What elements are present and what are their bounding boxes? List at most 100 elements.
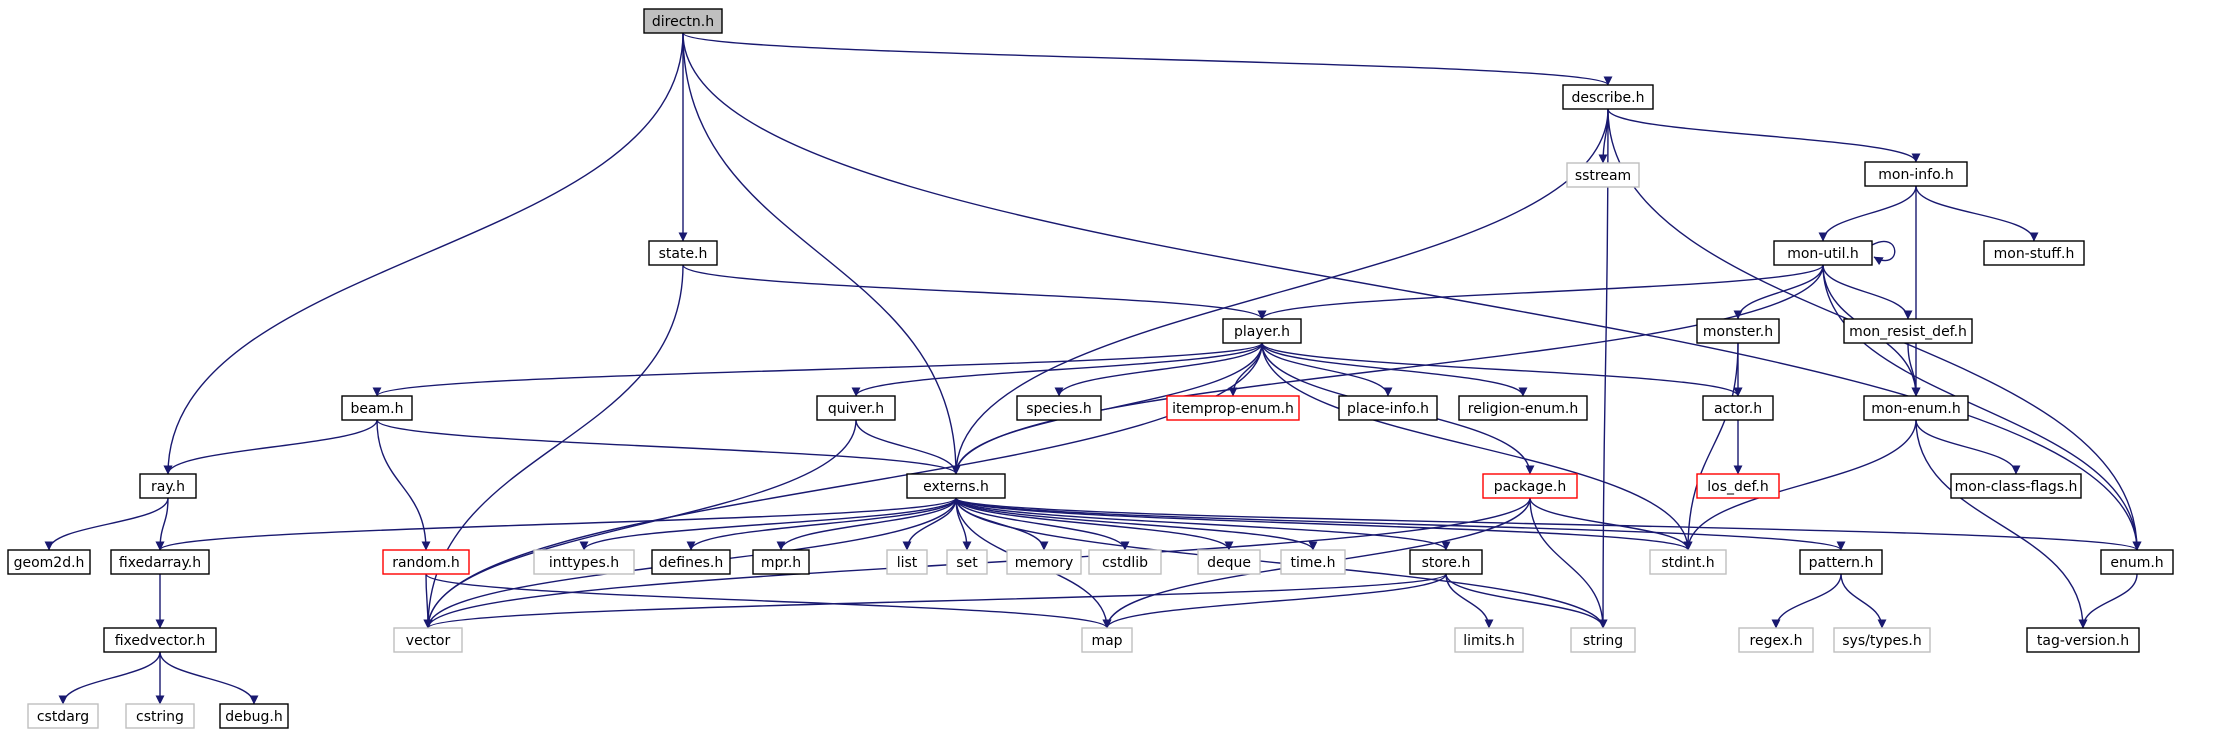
node-box-tagversion xyxy=(2026,627,2140,653)
edge-player-to-externs xyxy=(951,342,1263,475)
node-species[interactable]: species.h xyxy=(1016,395,1102,421)
edge-store-to-map xyxy=(1102,573,1447,629)
node-label-describe: describe.h xyxy=(1572,90,1645,106)
edge-externs-to-cstdlib xyxy=(955,497,1130,551)
node-beam[interactable]: beam.h xyxy=(341,395,413,421)
node-store[interactable]: store.h xyxy=(1409,549,1483,575)
node-box-monutil xyxy=(1773,240,1873,266)
node-sstream: sstream xyxy=(1566,162,1640,188)
node-label-map: map xyxy=(1091,633,1122,649)
node-box-string xyxy=(1570,627,1636,653)
node-stdint: stdint.h xyxy=(1649,549,1727,575)
node-debug[interactable]: debug.h xyxy=(219,703,289,729)
edge-random-to-vector xyxy=(423,573,433,629)
edge-externs-to-pattern xyxy=(955,497,1846,551)
node-label-monresist: mon_resist_def.h xyxy=(1849,324,1967,340)
node-box-externs xyxy=(906,473,1006,499)
node-externs[interactable]: externs.h xyxy=(906,473,1006,499)
edge-monenum-to-tagversion xyxy=(1915,419,2088,629)
node-box-stdint xyxy=(1649,549,1727,575)
node-package[interactable]: package.h xyxy=(1482,473,1578,499)
node-directn[interactable]: directn.h xyxy=(643,8,723,34)
node-box-cstring xyxy=(125,703,195,729)
edge-monresist-to-monenum xyxy=(1907,342,1921,397)
node-religion[interactable]: religion-enum.h xyxy=(1458,395,1588,421)
node-memory: memory xyxy=(1006,549,1082,575)
node-box-placeinfo xyxy=(1338,395,1438,421)
node-label-cstdlib: cstdlib xyxy=(1102,555,1148,571)
node-quiver[interactable]: quiver.h xyxy=(816,395,896,421)
node-box-moninfo xyxy=(1864,161,1968,187)
node-mpr[interactable]: mpr.h xyxy=(752,549,810,575)
edge-describe-to-moninfo xyxy=(1607,108,1921,163)
node-box-package xyxy=(1482,473,1578,499)
node-label-fixedvector: fixedvector.h xyxy=(115,633,206,649)
node-label-monstuff: mon-stuff.h xyxy=(1994,246,2075,262)
edge-externs-to-stdint xyxy=(955,497,1693,551)
node-label-actor: actor.h xyxy=(1714,401,1762,417)
node-label-list: list xyxy=(897,555,918,571)
edge-player-to-placeinfo xyxy=(1261,342,1393,397)
nodes-layer: directn.h describe.h sstream mon-info.h stat… xyxy=(7,8,2174,729)
node-box-systypes xyxy=(1833,627,1931,653)
node-monenum[interactable]: mon-enum.h xyxy=(1863,395,1969,421)
node-placeinfo[interactable]: place-info.h xyxy=(1338,395,1438,421)
node-random[interactable]: random.h xyxy=(382,549,470,575)
edge-directn-to-describe xyxy=(682,32,1613,86)
node-box-set xyxy=(946,549,988,575)
node-box-regex xyxy=(1738,627,1814,653)
edge-directn-to-ray xyxy=(163,32,684,475)
edge-enumh-to-tagversion xyxy=(2078,573,2138,629)
node-label-tagversion: tag-version.h xyxy=(2037,633,2129,649)
edge-store-to-limits xyxy=(1445,573,1494,629)
node-describe[interactable]: describe.h xyxy=(1562,84,1654,110)
node-losdef[interactable]: los_def.h xyxy=(1696,473,1780,499)
node-enumh[interactable]: enum.h xyxy=(2100,549,2174,575)
node-geom2d[interactable]: geom2d.h xyxy=(7,549,91,575)
node-ray[interactable]: ray.h xyxy=(139,473,197,499)
node-label-deque: deque xyxy=(1207,555,1251,571)
node-box-monster xyxy=(1696,318,1780,344)
node-box-monclass xyxy=(1950,473,2082,499)
edge-externs-to-inttypes xyxy=(579,497,957,551)
node-monster[interactable]: monster.h xyxy=(1696,318,1780,344)
edge-beam-to-ray xyxy=(163,419,378,475)
edge-state-to-player xyxy=(682,264,1267,320)
node-monclass[interactable]: mon-class-flags.h xyxy=(1950,473,2082,499)
node-label-geom2d: geom2d.h xyxy=(14,555,85,571)
node-fixedarray[interactable]: fixedarray.h xyxy=(110,549,210,575)
node-tagversion[interactable]: tag-version.h xyxy=(2026,627,2140,653)
node-actor[interactable]: actor.h xyxy=(1702,395,1774,421)
node-monutil[interactable]: mon-util.h xyxy=(1773,240,1873,266)
edge-externs-to-store xyxy=(955,497,1451,551)
node-label-package: package.h xyxy=(1494,479,1566,495)
node-box-mpr xyxy=(752,549,810,575)
node-box-defines xyxy=(651,549,731,575)
edge-package-to-string xyxy=(1529,497,1608,629)
node-fixedvector[interactable]: fixedvector.h xyxy=(103,627,217,653)
node-box-species xyxy=(1016,395,1102,421)
edge-describe-to-string xyxy=(1598,108,1609,629)
node-map: map xyxy=(1081,627,1133,653)
edge-monutil-to-monutil xyxy=(1871,240,1896,266)
node-label-religion: religion-enum.h xyxy=(1468,401,1578,417)
node-state[interactable]: state.h xyxy=(648,240,718,266)
node-monresist[interactable]: mon_resist_def.h xyxy=(1843,318,1973,344)
node-box-describe xyxy=(1562,84,1654,110)
node-deque: deque xyxy=(1197,549,1261,575)
node-itemprop[interactable]: itemprop-enum.h xyxy=(1166,395,1300,421)
node-monstuff[interactable]: mon-stuff.h xyxy=(1983,240,2085,266)
edge-package-to-stdint xyxy=(1529,497,1693,551)
node-pattern[interactable]: pattern.h xyxy=(1799,549,1883,575)
edge-store-to-vector xyxy=(423,573,1447,629)
node-label-cstdarg: cstdarg xyxy=(37,709,89,725)
edge-moninfo-to-monstuff xyxy=(1915,185,2039,242)
node-defines[interactable]: defines.h xyxy=(651,549,731,575)
node-label-player: player.h xyxy=(1234,324,1290,340)
node-timeh: time.h xyxy=(1280,549,1346,575)
node-moninfo[interactable]: mon-info.h xyxy=(1864,161,1968,187)
node-label-memory: memory xyxy=(1015,555,1074,571)
node-box-inttypes xyxy=(533,549,635,575)
edge-quiver-to-externs xyxy=(855,419,961,475)
node-player[interactable]: player.h xyxy=(1222,318,1302,344)
